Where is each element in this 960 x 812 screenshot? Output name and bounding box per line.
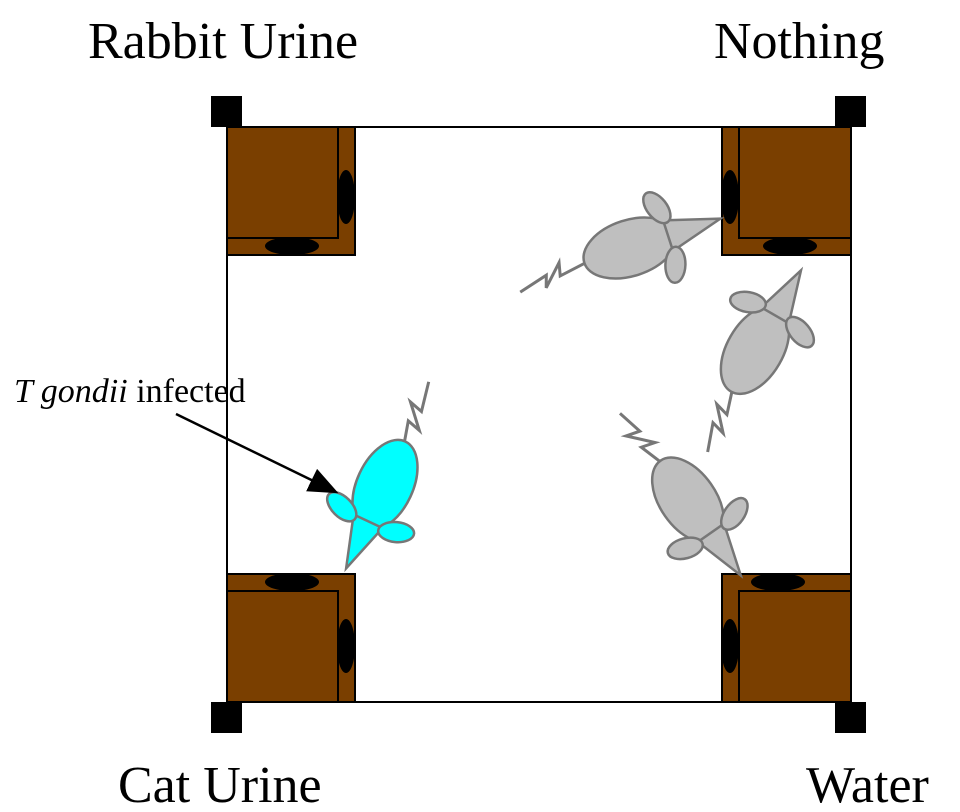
post-top-right	[835, 96, 866, 127]
label-bottom-left: Cat Urine	[118, 757, 322, 812]
label-top-left: Rabbit Urine	[88, 13, 358, 70]
nest-box-bottom-right	[721, 573, 851, 702]
nest-box-bottom-left	[227, 573, 355, 702]
nest-box-top-right	[721, 127, 851, 255]
label-bottom-right: Water	[806, 757, 929, 812]
post-bottom-right	[835, 702, 866, 733]
post-top-left	[211, 96, 242, 127]
infected-annotation: T gondii infected	[14, 373, 246, 410]
label-top-right: Nothing	[714, 13, 884, 70]
nest-box-top-left	[227, 127, 355, 255]
annotation-species: T gondii	[14, 373, 128, 410]
annotation-status: infected	[128, 373, 246, 410]
post-bottom-left	[211, 702, 242, 733]
